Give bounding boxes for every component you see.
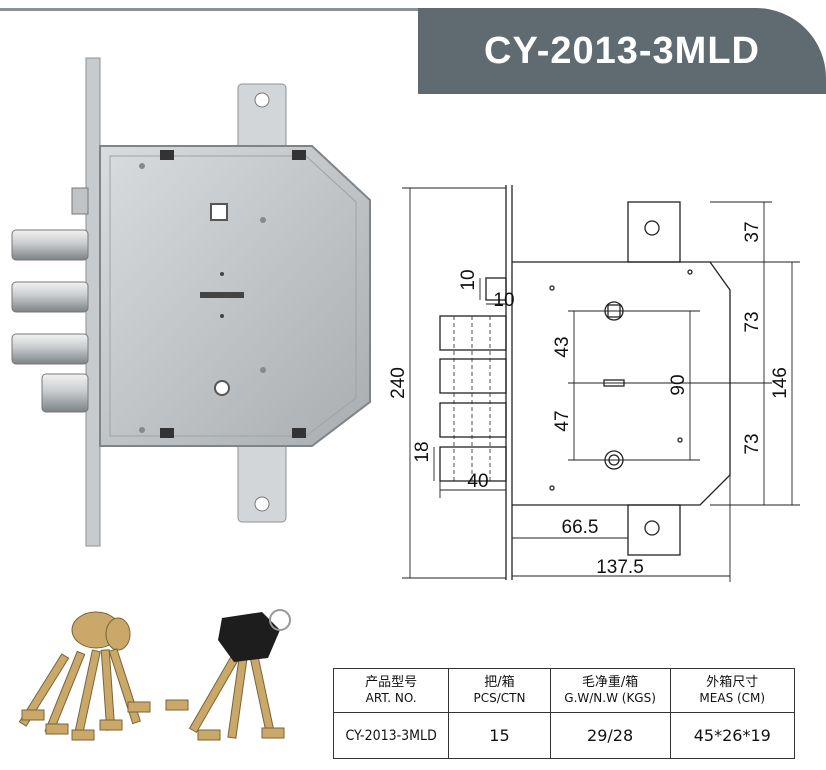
lock-photo bbox=[11, 57, 371, 547]
header-meas-en: MEAS (CM) bbox=[699, 691, 766, 705]
header-art-no-cn: 产品型号 bbox=[365, 675, 418, 690]
header-weight-cn: 毛净重/箱 bbox=[581, 675, 639, 690]
header-pcs-cn: 把/箱 bbox=[484, 675, 515, 690]
title-banner: CY-2013-3MLD bbox=[418, 8, 826, 94]
dim-240: 240 bbox=[388, 367, 409, 399]
header-weight: 毛净重/箱 G.W/N.W (KGS) bbox=[549, 668, 671, 713]
header-rule bbox=[0, 8, 600, 11]
header-weight-en: G.W/N.W (KGS) bbox=[564, 691, 656, 705]
dim-10-height: 10 bbox=[458, 269, 479, 290]
value-weight: 29/28 bbox=[549, 712, 671, 759]
header-pcs-en: PCS/CTN bbox=[473, 691, 526, 705]
dim-66-5: 66.5 bbox=[562, 517, 599, 538]
header-art-no-en: ART. NO. bbox=[365, 691, 417, 705]
dim-40: 40 bbox=[467, 471, 488, 492]
dim-37: 37 bbox=[742, 221, 763, 242]
spec-header-row: 产品型号 ART. NO. 把/箱 PCS/CTN 毛净重/箱 G.W/N.W … bbox=[332, 668, 796, 713]
dim-137-5: 137.5 bbox=[596, 557, 644, 578]
header-meas: 外箱尺寸 MEAS (CM) bbox=[669, 668, 796, 713]
dim-18: 18 bbox=[412, 441, 433, 462]
dim-43: 43 bbox=[552, 336, 573, 357]
technical-drawing: 240 37 73 73 146 90 43 47 10 10 18 40 66… bbox=[388, 185, 800, 582]
dim-10-width: 10 bbox=[493, 290, 514, 311]
header-meas-cn: 外箱尺寸 bbox=[706, 675, 759, 690]
header-art-no: 产品型号 ART. NO. bbox=[332, 668, 450, 713]
keys-photo bbox=[18, 609, 291, 741]
dim-146: 146 bbox=[770, 367, 791, 399]
spec-table: 产品型号 ART. NO. 把/箱 PCS/CTN 毛净重/箱 G.W/N.W … bbox=[332, 668, 796, 759]
value-pcs: 15 bbox=[448, 712, 551, 759]
spec-value-row: CY-2013-3MLD 15 29/28 45*26*19 bbox=[332, 712, 796, 759]
dim-73-upper: 73 bbox=[742, 311, 763, 332]
dim-73-lower: 73 bbox=[742, 433, 763, 454]
product-title: CY-2013-3MLD bbox=[484, 30, 760, 72]
dim-47: 47 bbox=[552, 410, 573, 431]
value-art-no: CY-2013-3MLD bbox=[332, 712, 450, 759]
dim-90: 90 bbox=[668, 374, 689, 395]
value-meas: 45*26*19 bbox=[669, 712, 796, 759]
header-pcs: 把/箱 PCS/CTN bbox=[448, 668, 551, 713]
